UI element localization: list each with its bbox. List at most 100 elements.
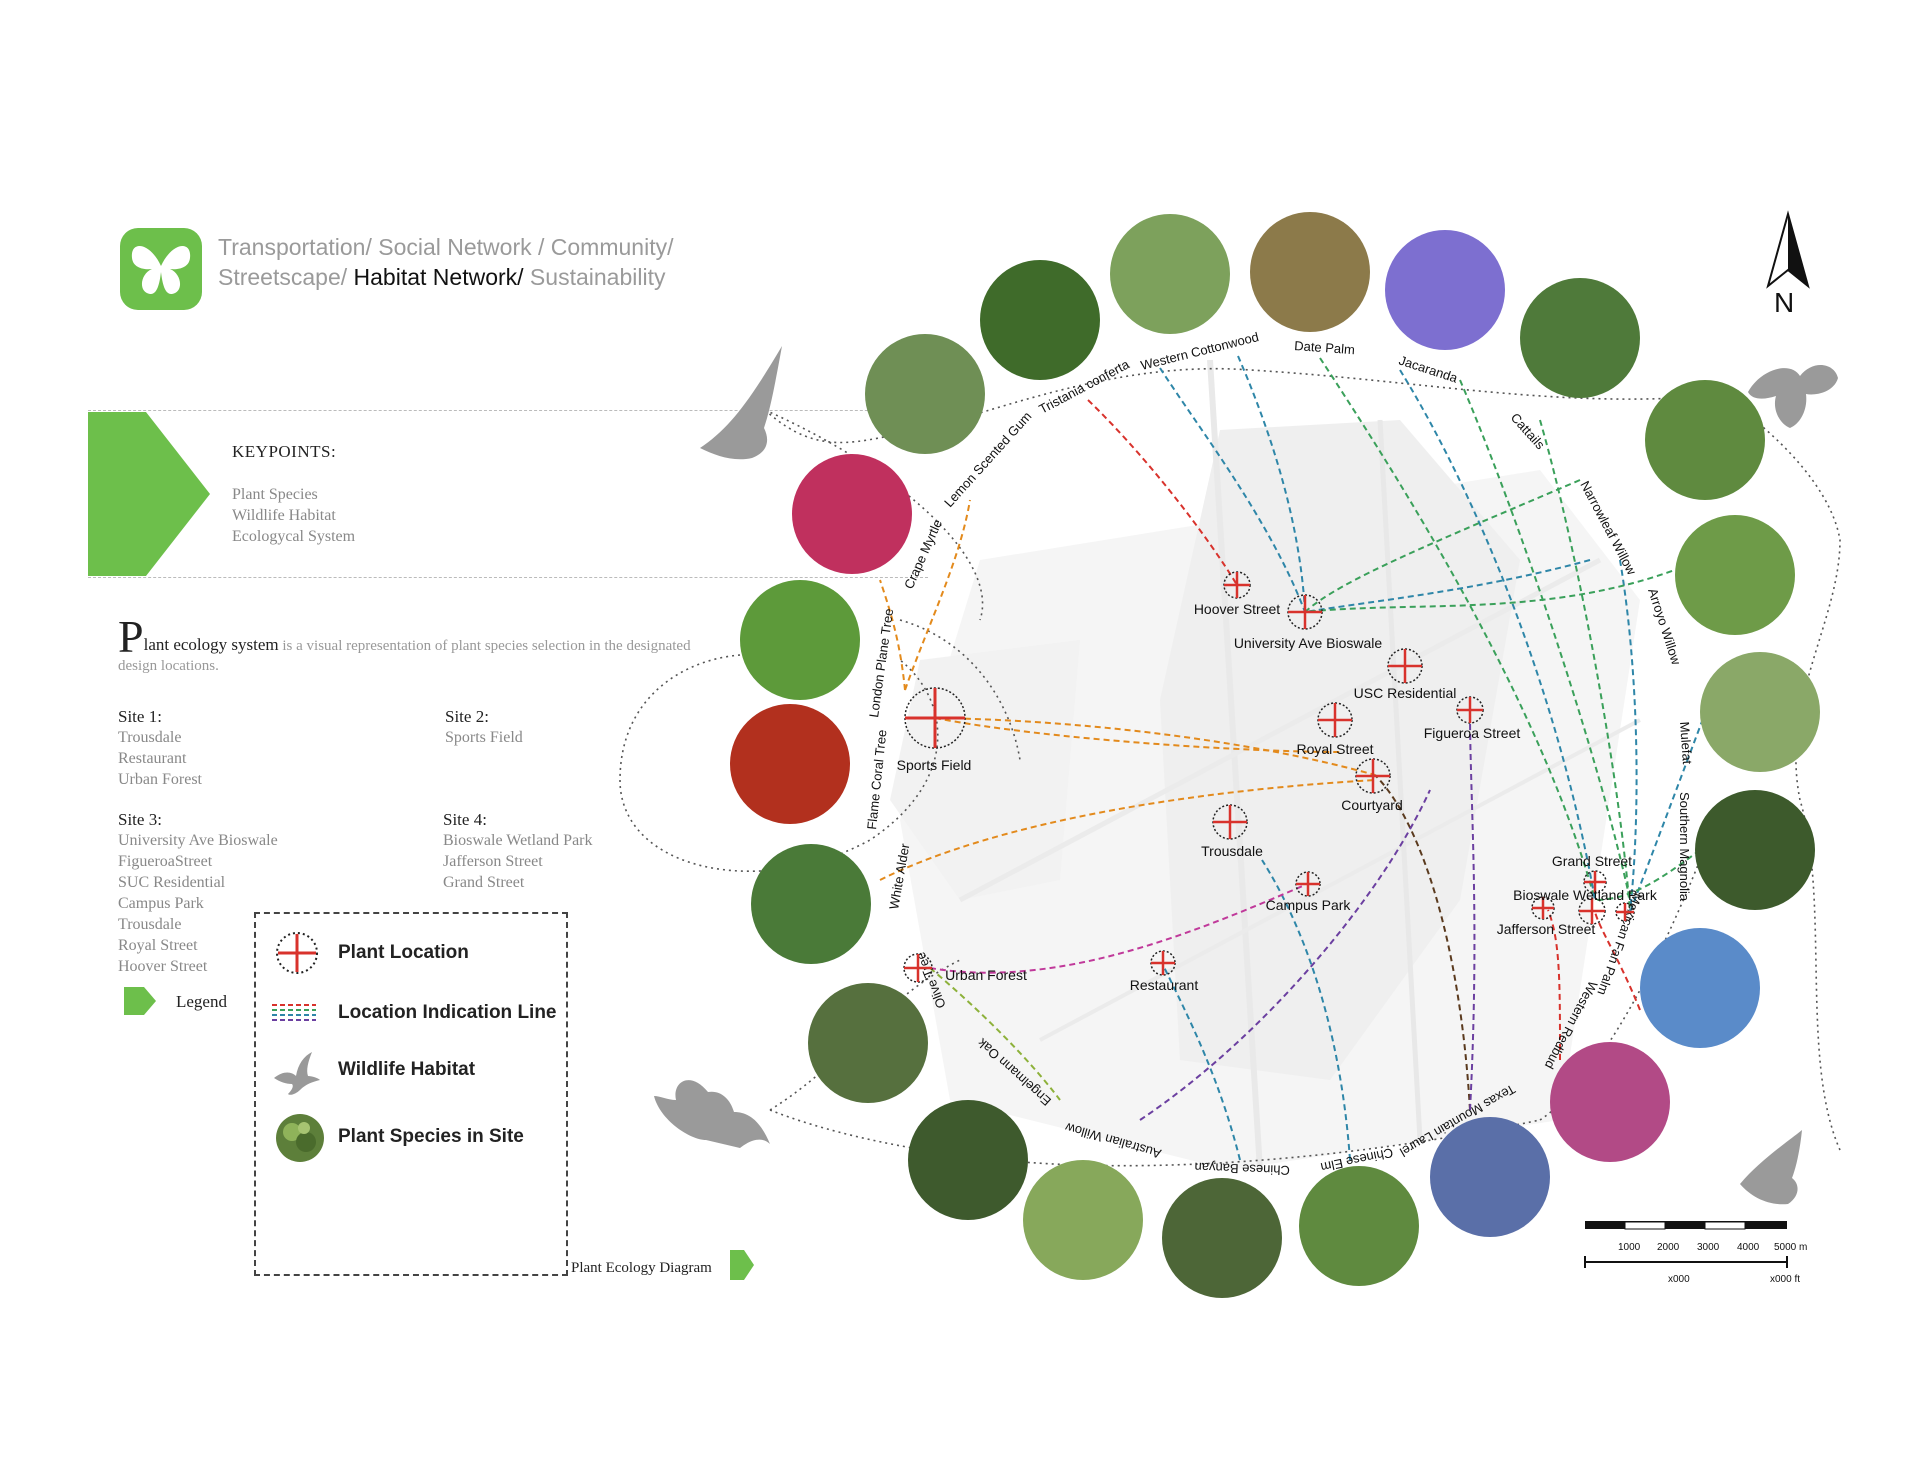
location-marker [1583, 870, 1607, 894]
logo-butterfly-box [120, 228, 202, 310]
diagram-caption-arrow-icon [730, 1250, 754, 1280]
location-label: USC Residential [1354, 685, 1457, 701]
plant-photo-western-redbud [1550, 1042, 1670, 1162]
topic-highlight: Habitat Network/ [353, 264, 524, 290]
plant-photo-crape-myrtle [792, 454, 912, 574]
location-marker [1615, 902, 1635, 922]
location-labels: Hoover Street University Ave Bioswale US… [897, 601, 1658, 993]
scale-ft-label: x000 [1668, 1274, 1690, 1285]
site-item: Sports Field [445, 729, 523, 746]
plant-photo-southern-magnolia [1695, 790, 1815, 910]
location-marker [1295, 871, 1321, 897]
wildlife-silhouettes [654, 346, 1838, 1205]
site-item: Grand Street [443, 874, 525, 891]
plant-species-ring [730, 212, 1820, 1298]
keypoints-list: Plant Species Wildlife Habitat Ecologyca… [232, 484, 355, 547]
site-title: Site 3: [118, 810, 162, 829]
plant-photo-australian-willow [1023, 1160, 1143, 1280]
scale-bar [1584, 1221, 1788, 1268]
scale-tick-label: 4000 [1737, 1242, 1760, 1253]
location-marker [903, 953, 933, 983]
keypoint-item: Plant Species [232, 486, 318, 503]
location-line-icon [272, 1004, 316, 1021]
keypoints-arrow-icon [88, 412, 210, 576]
location-label: Royal Street [1296, 741, 1373, 757]
plant-photo-flame-coral-tree [730, 704, 850, 824]
site-item: Urban Forest [118, 771, 202, 788]
location-label: University Ave Bioswale [1234, 635, 1383, 651]
scale-tick-label: 3000 [1697, 1242, 1720, 1253]
plant-photo-olive-tree [808, 983, 928, 1103]
location-label: Courtyard [1341, 797, 1402, 813]
plant-photo-jacaranda [1385, 230, 1505, 350]
topic-line-2: Streetscape/ Habitat Network/ Sustainabi… [218, 262, 738, 292]
scale-tick-label: 1000 [1618, 1242, 1641, 1253]
location-label: Urban Forest [945, 967, 1027, 983]
location-marker [1387, 648, 1423, 684]
site-item: Restaurant [118, 750, 187, 767]
plant-photo-tristania-conferta [980, 260, 1100, 380]
site-2-block: Site 2: Sports Field [445, 707, 523, 748]
bee-icon [1748, 364, 1838, 428]
plant-photo-white-alder [751, 844, 871, 964]
intro-rest: is a visual representation of plant spec… [118, 638, 691, 674]
plant-location-markers [903, 571, 1635, 983]
location-label: Jafferson Street [1497, 921, 1596, 937]
location-label: Figueroa Street [1424, 725, 1521, 741]
site-3-block: Site 3: University Ave Bioswale Figueroa… [118, 810, 278, 977]
site-item: Campus Park [118, 895, 204, 912]
location-label: Hoover Street [1194, 601, 1280, 617]
location-label: Bioswale Wetland Park [1513, 887, 1658, 903]
topic-line-2-pre: Streetscape/ [218, 264, 354, 290]
site-title: Site 2: [445, 707, 489, 726]
plant-photo-chinese-elm [1299, 1166, 1419, 1286]
bird-icon [700, 346, 782, 460]
location-marker [1223, 571, 1251, 599]
topic-line-1: Transportation/ Social Network / Communi… [218, 234, 674, 260]
keypoint-item: Wildlife Habitat [232, 507, 336, 524]
location-marker [904, 687, 966, 749]
topic-header: Transportation/ Social Network / Communi… [218, 232, 738, 292]
site-title: Site 1: [118, 707, 162, 726]
keypoints-title: KEYPOINTS: [232, 442, 337, 461]
butterfly-silhouette-icon [1740, 1130, 1802, 1205]
species-label: Mexican Fan Palm [1594, 891, 1645, 997]
site-item: Bioswale Wetland Park [443, 832, 593, 849]
species-label: Mulefat [1677, 721, 1695, 765]
bird-silhouette-icon [274, 1052, 320, 1095]
plant-species-icon [276, 1114, 324, 1162]
butterfly-icon [131, 246, 191, 295]
location-label: Restaurant [1130, 977, 1199, 993]
site-item: Trousdale [118, 729, 182, 746]
location-label: Trousdale [1201, 843, 1263, 859]
location-marker [1317, 702, 1353, 738]
plant-photo-engelmann-oak [908, 1100, 1028, 1220]
squirrel-icon [654, 1080, 770, 1148]
plant-photo-mexican-fan-palm [1640, 928, 1760, 1048]
legend-label: Legend [176, 992, 227, 1011]
location-label: Sports Field [897, 757, 972, 773]
campus-map-background [890, 359, 1641, 1171]
location-indication-lines [879, 355, 1711, 1161]
site-item: Royal Street [118, 937, 198, 954]
location-marker [1578, 897, 1606, 925]
species-label: Chinese Banyan [1194, 1160, 1290, 1178]
location-marker [1355, 758, 1391, 794]
plant-photo-lemon-scented-gum [865, 334, 985, 454]
site-item: Trousdale [118, 916, 182, 933]
legend-item-label: Plant Species in Site [338, 1126, 524, 1147]
plant-photo-date-palm [1250, 212, 1370, 332]
site-title: Site 4: [443, 810, 487, 829]
legend-item-label: Location Indication Line [338, 1002, 557, 1023]
plant-photo-western-cottonwood [1110, 214, 1230, 334]
north-label: N [1774, 287, 1795, 318]
site-item: FigueroaStreet [118, 853, 213, 870]
diagram-caption: Plant Ecology Diagram [571, 1260, 712, 1276]
site-4-block: Site 4: Bioswale Wetland Park Jafferson … [443, 810, 593, 893]
location-marker [1287, 594, 1323, 630]
location-marker [1531, 896, 1555, 920]
legend-item-label: Plant Location [338, 942, 469, 963]
north-arrow-icon [1766, 210, 1810, 289]
location-marker [1212, 804, 1248, 840]
